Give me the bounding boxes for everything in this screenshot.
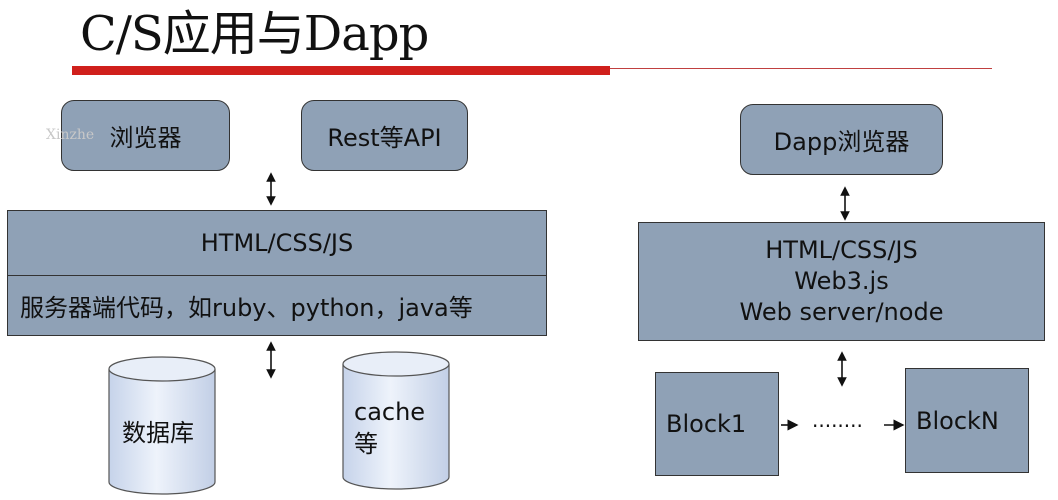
html-css-js-box: HTML/CSS/JS	[7, 210, 547, 276]
server-code-label: 服务器端代码，如ruby、python，java等	[20, 294, 473, 322]
blockn-label: BlockN	[916, 406, 999, 435]
cache-label-line2: 等	[354, 430, 378, 458]
server-code-box: 服务器端代码，如ruby、python，java等	[7, 275, 547, 336]
watermark-text: Xinzhe	[46, 127, 95, 143]
browser-box: 浏览器	[61, 100, 230, 171]
browser-label: 浏览器	[109, 124, 182, 152]
dapp-stack-box: HTML/CSS/JS Web3.js Web server/node	[638, 222, 1045, 341]
dapp-browser-label: Dapp浏览器	[773, 128, 910, 156]
stack-line-3: Web server/node	[739, 298, 944, 326]
blockn-box: BlockN	[905, 368, 1029, 473]
block1-box: Block1	[655, 372, 779, 476]
stack-line-1: HTML/CSS/JS	[765, 236, 918, 264]
database-cylinder	[108, 356, 216, 495]
title-underline-line	[610, 68, 992, 69]
html-css-js-label: HTML/CSS/JS	[200, 229, 354, 257]
stack-line-2: Web3.js	[794, 267, 889, 295]
cache-cylinder	[342, 351, 450, 490]
cache-label-line1: cache	[354, 398, 426, 426]
database-label: 数据库	[122, 419, 194, 447]
block-ellipsis: ........	[812, 408, 863, 432]
rest-api-box: Rest等API	[301, 100, 468, 171]
title-underline-bar	[72, 66, 610, 75]
dapp-browser-box: Dapp浏览器	[740, 104, 943, 175]
block1-label: Block1	[666, 410, 747, 438]
rest-api-label: Rest等API	[327, 124, 442, 152]
slide-title: C/S应用与Dapp	[80, 6, 429, 62]
